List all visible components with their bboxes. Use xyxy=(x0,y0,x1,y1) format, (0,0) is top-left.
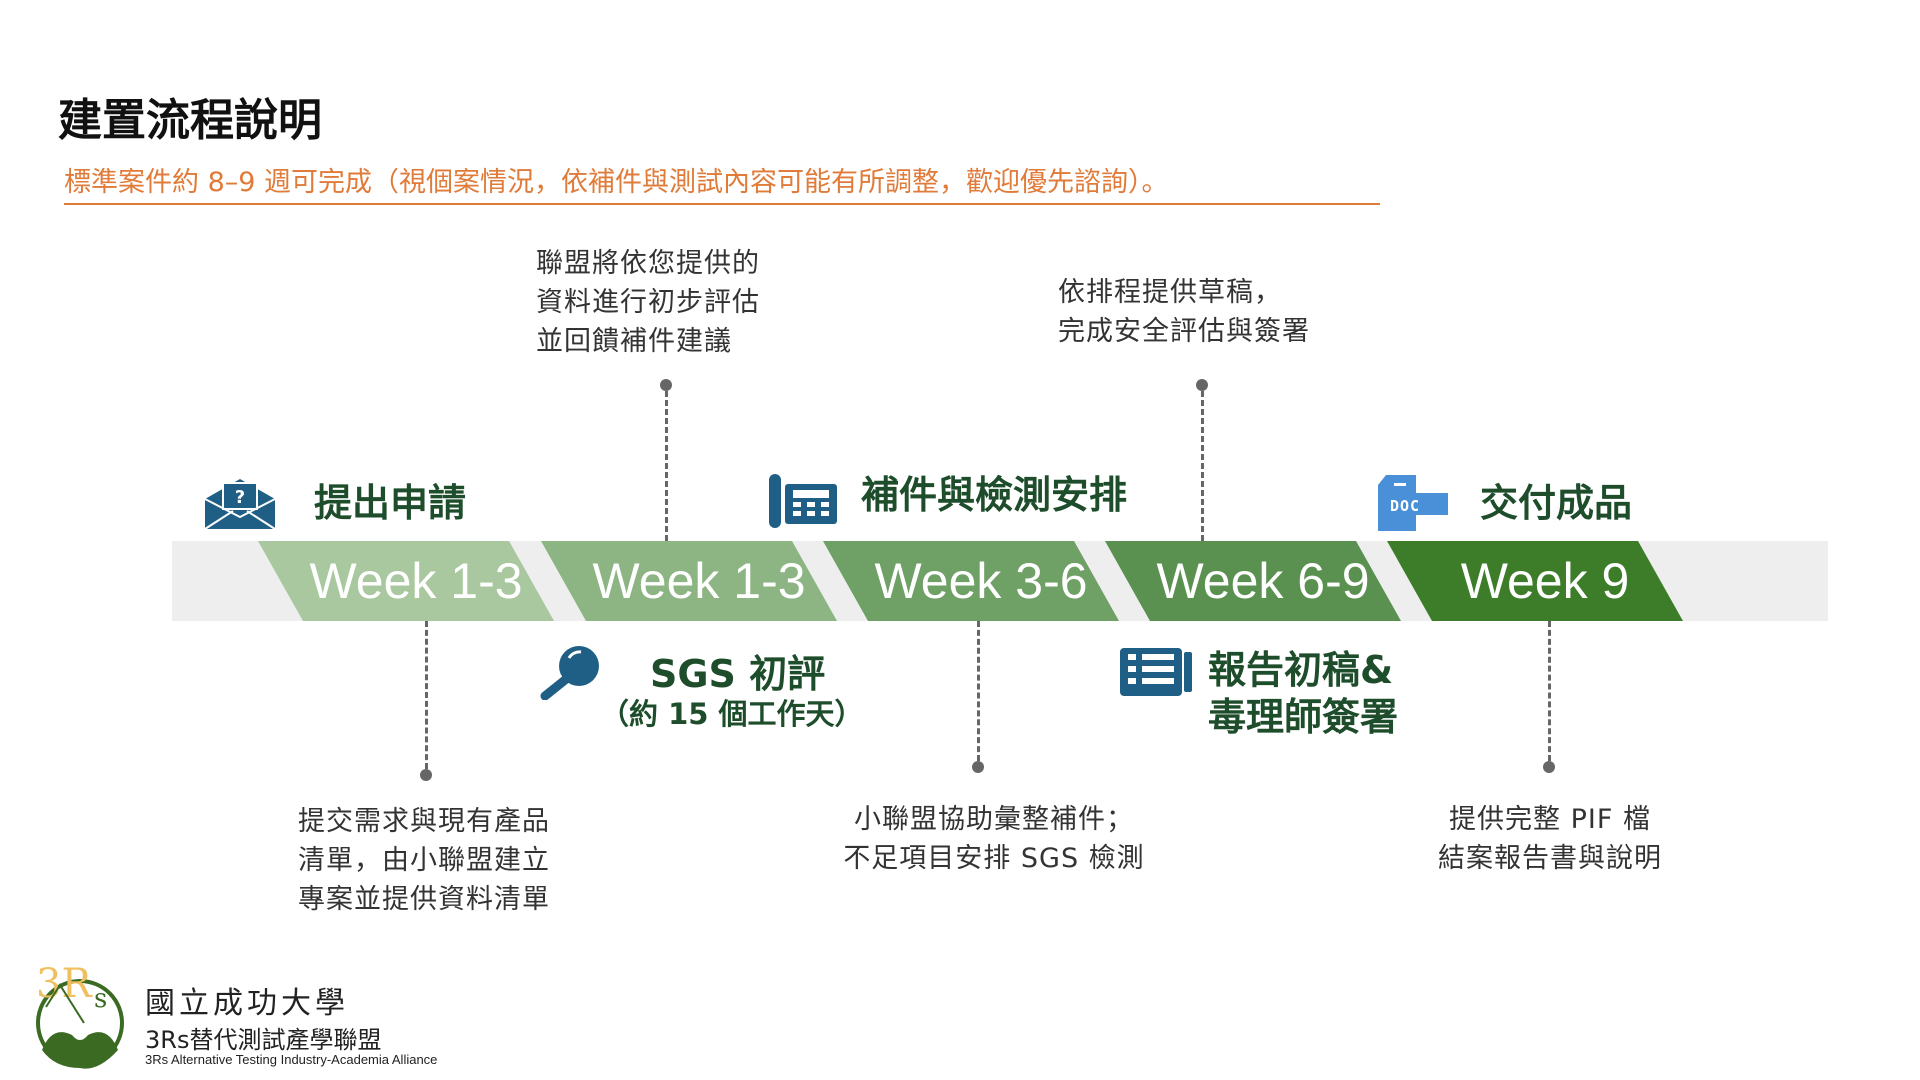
svg-text:?: ? xyxy=(235,487,245,508)
connector-dot xyxy=(1543,761,1555,773)
stage-title: 提出申請 xyxy=(314,481,467,525)
org-name: 國立成功大學 xyxy=(145,986,349,1021)
stage-description: 提交需求與現有產品 清單，由小聯盟建立 專案並提供資料清單 xyxy=(274,802,574,919)
description-line: 提供完整 PIF 檔 xyxy=(1449,804,1651,835)
connector-line xyxy=(977,621,980,761)
envelope-question-icon: ? xyxy=(204,479,276,530)
description-line: 結案報告書與說明 xyxy=(1438,843,1662,874)
description-line: 提交需求與現有產品 xyxy=(298,806,550,837)
description-line: 完成安全評估與簽署 xyxy=(1058,316,1310,347)
timeline-segment: Week 1-3 xyxy=(258,541,554,621)
segment-label: Week 1-3 xyxy=(592,553,806,609)
stage-description: 提供完整 PIF 檔 結案報告書與說明 xyxy=(1400,800,1700,878)
connector-dot xyxy=(1196,379,1208,391)
description-line: 聯盟將依您提供的 xyxy=(536,248,760,279)
description-line: 小聯盟協助彙整補件； xyxy=(854,804,1134,835)
description-line: 清單，由小聯盟建立 xyxy=(298,845,550,876)
description-line: 依排程提供草稿， xyxy=(1058,277,1282,308)
page-subtitle: 標準案件約 8–9 週可完成（視個案情況，依補件與測試內容可能有所調整，歡迎優先… xyxy=(64,160,1380,205)
description-line: 專案並提供資料清單 xyxy=(298,884,550,915)
description-line: 資料進行初步評估 xyxy=(536,287,760,318)
alliance-name-en: 3Rs Alternative Testing Industry-Academi… xyxy=(145,1052,438,1067)
stage-title: 補件與檢測安排 xyxy=(861,473,1128,517)
connector-dot xyxy=(972,761,984,773)
timeline-segment: Week 1-3 xyxy=(541,541,837,621)
stage-description: 聯盟將依您提供的 資料進行初步評估 並回饋補件建議 xyxy=(536,244,760,361)
connector-dot xyxy=(420,769,432,781)
alliance-name-zh: 3Rs替代測試產學聯盟 xyxy=(145,1026,382,1054)
segment-label: Week 3-6 xyxy=(874,553,1088,609)
timeline-segment: Week 6-9 xyxy=(1105,541,1401,621)
connector-line xyxy=(1201,391,1204,541)
alliance-logo: 3R s xyxy=(36,961,124,1069)
connector-dot xyxy=(660,379,672,391)
svg-text:s: s xyxy=(94,984,107,1014)
description-line: 不足項目安排 SGS 檢測 xyxy=(843,843,1145,874)
magnifier-icon xyxy=(540,646,599,700)
timeline-segment: Week 9 xyxy=(1387,541,1683,621)
segment-label: Week 6-9 xyxy=(1156,553,1370,609)
doc-icon-label: DOC xyxy=(1390,497,1421,515)
segment-label: Week 1-3 xyxy=(309,553,523,609)
doc-icon: DOC xyxy=(1376,475,1448,531)
stage-title-line2: 毒理師簽署 xyxy=(1208,695,1399,739)
timeline-segment: Week 3-6 xyxy=(823,541,1119,621)
stage-description: 小聯盟協助彙整補件； 不足項目安排 SGS 檢測 xyxy=(794,800,1194,878)
page-title: 建置流程說明 xyxy=(58,95,322,146)
connector-line xyxy=(425,621,428,769)
connector-line xyxy=(665,391,668,541)
connector-line xyxy=(1548,621,1551,761)
svg-text:3R: 3R xyxy=(36,961,93,1007)
phone-icon xyxy=(769,474,837,528)
segment-label: Week 9 xyxy=(1460,553,1630,609)
stage-description: 依排程提供草稿， 完成安全評估與簽署 xyxy=(1058,273,1310,351)
stage-note: （約 15 個工作天） xyxy=(600,697,864,731)
stage-title-line1: 報告初稿& xyxy=(1208,648,1394,692)
stage-title: SGS 初評 xyxy=(650,652,826,696)
description-line: 並回饋補件建議 xyxy=(536,326,732,357)
report-icon xyxy=(1120,648,1192,696)
stage-title: 交付成品 xyxy=(1480,481,1633,525)
